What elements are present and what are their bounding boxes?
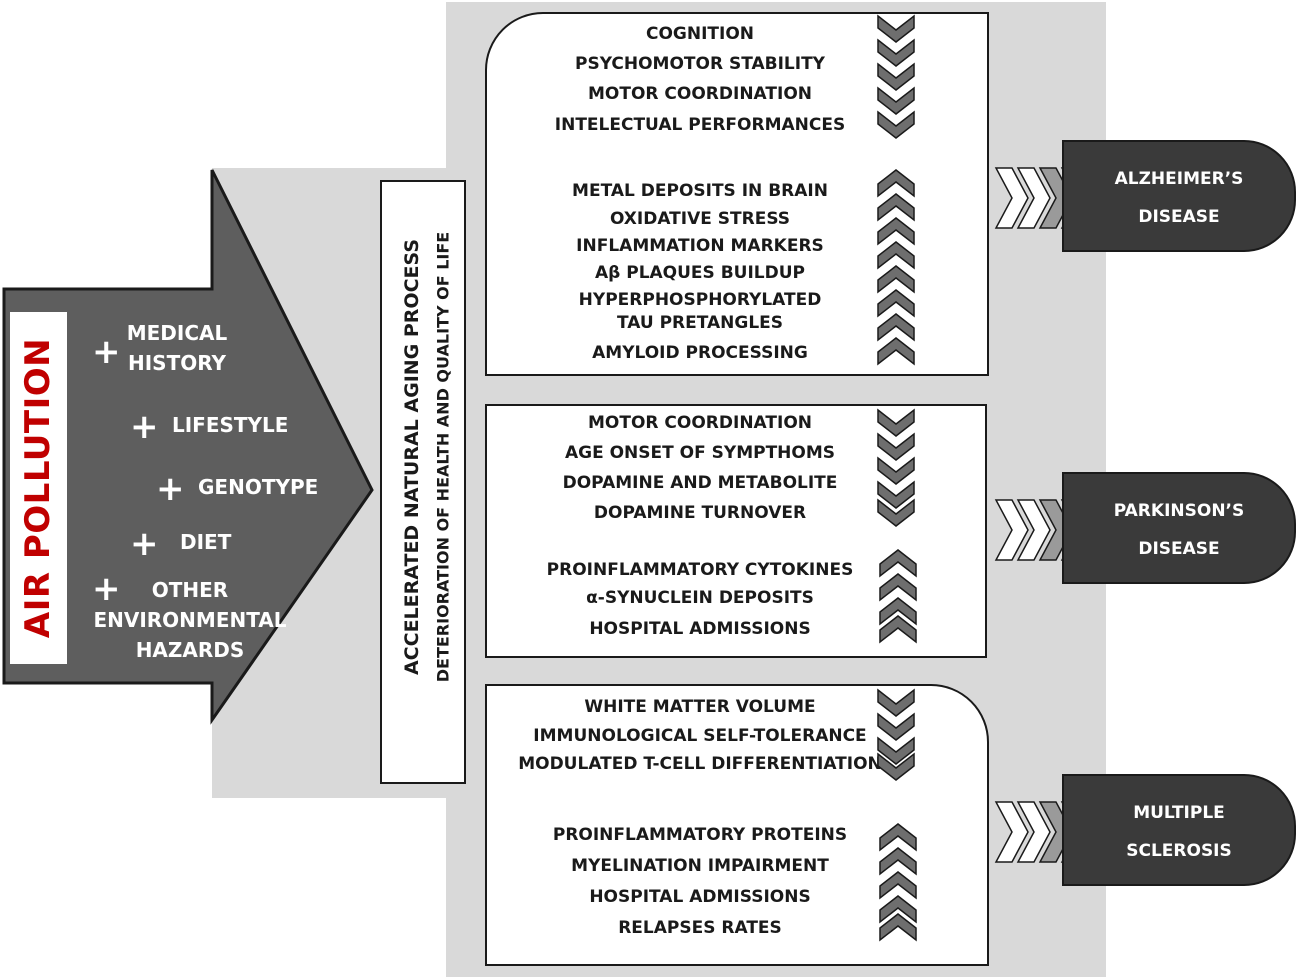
chevron-down-icon	[877, 432, 915, 461]
chevron-down-icon	[877, 110, 915, 139]
chevron-up-icon	[877, 241, 915, 270]
chevron-up-icon	[877, 265, 915, 294]
aging-subtitle: DETERIORATION OF HEALTH AND QUALITY OF L…	[433, 231, 453, 683]
chevron-right-icon	[1016, 499, 1051, 561]
increased-item: TAU PRETANGLES	[616, 313, 784, 333]
ms-disease-tab: MULTIPLE SCLEROSIS	[1062, 774, 1296, 886]
chevron-down-icon	[877, 62, 915, 91]
chevron-up-icon	[879, 549, 917, 578]
chevron-down-stack-ad	[877, 14, 915, 139]
increased-item: HOSPITAL ADMISSIONS	[589, 619, 811, 639]
big-arrow-shape	[2, 169, 374, 725]
increased-item: RELAPSES RATES	[618, 918, 782, 938]
chevron-down-icon	[877, 456, 915, 485]
chevron-right-icon	[1016, 167, 1051, 229]
chevron-down-icon	[877, 408, 915, 437]
chevron-up-icon	[879, 823, 917, 852]
chevron-right-icon	[994, 499, 1029, 561]
chevron-up-icon	[879, 615, 917, 644]
chevron-up-icon	[879, 871, 917, 900]
increased-item: OXIDATIVE STRESS	[609, 209, 791, 229]
chevron-up-icon	[877, 313, 915, 342]
chevron-down-icon	[877, 752, 915, 781]
factor-line: OTHER	[151, 578, 229, 602]
chevron-up-icon	[877, 337, 915, 366]
decreased-item: MOTOR COORDINATION	[588, 84, 812, 104]
increased-item: PROINFLAMMATORY PROTEINS	[552, 825, 848, 845]
chevron-down-icon	[877, 688, 915, 717]
chevron-down-icon	[877, 86, 915, 115]
decreased-item: IMMUNOLOGICAL SELF-TOLERANCE	[533, 726, 867, 746]
factor-line: HAZARDS	[135, 638, 245, 662]
factor-lifestyle: LIFESTYLE	[172, 413, 289, 437]
alzheimers-disease-tab: ALZHEIMER’S DISEASE	[1062, 140, 1296, 252]
chevron-up-stack-ms	[879, 823, 917, 942]
aging-title: ACCELERATED NATURAL AGING PROCESS	[401, 238, 423, 676]
disease-label: MULTIPLE	[1133, 803, 1225, 823]
chevron-up-icon	[879, 573, 917, 602]
disease-label: PARKINSON’S	[1113, 501, 1245, 521]
factor-genotype: GENOTYPE	[198, 475, 319, 499]
chevron-up-stack-pd	[879, 549, 917, 644]
chevron-down-icon	[877, 480, 915, 509]
chevron-up-icon	[877, 289, 915, 318]
factor-line: MEDICAL	[126, 321, 228, 345]
decreased-item: COGNITION	[645, 24, 755, 44]
chevron-down-icon	[877, 14, 915, 43]
factor-line: ENVIRONMENTAL	[93, 608, 287, 632]
increased-item: MYELINATION IMPAIRMENT	[571, 856, 829, 876]
chevron-down-icon	[877, 38, 915, 67]
chevron-up-icon	[879, 597, 917, 626]
factor-line: HISTORY	[127, 351, 227, 375]
increased-item: HOSPITAL ADMISSIONS	[589, 887, 811, 907]
decreased-item: AGE ONSET OF SYMPTHOMS	[564, 443, 836, 463]
chevron-right-icon	[994, 801, 1029, 863]
chevron-down-icon	[877, 712, 915, 741]
aging-process-box	[380, 180, 466, 784]
disease-label: DISEASE	[1138, 207, 1220, 227]
chevron-down-icon	[877, 498, 915, 527]
plus-icon: +	[92, 332, 121, 372]
factor-other-hazards: OTHER ENVIRONMENTAL HAZARDS	[90, 575, 290, 665]
chevron-up-icon	[879, 895, 917, 924]
increased-item: METAL DEPOSITS IN BRAIN	[572, 181, 828, 201]
increased-item: PROINFLAMMATORY CYTOKINES	[546, 560, 854, 580]
increased-item: INFLAMMATION MARKERS	[576, 236, 824, 256]
factor-diet: DIET	[180, 530, 232, 554]
decreased-item: DOPAMINE TURNOVER	[593, 503, 807, 523]
chevron-up-icon	[877, 169, 915, 198]
chevron-right-icon	[1016, 801, 1051, 863]
increased-item: α-SYNUCLEIN DEPOSITS	[586, 588, 814, 608]
plus-icon: +	[130, 407, 159, 447]
increased-item: Aβ PLAQUES BUILDUP	[594, 263, 806, 283]
chevron-up-stack-ad	[877, 169, 915, 366]
decreased-item: DOPAMINE AND METABOLITE	[562, 473, 838, 493]
chevron-down-stack-ms	[877, 688, 915, 781]
decreased-item: MODULATED T-CELL DIFFERENTIATION	[518, 754, 882, 774]
air-pollution-title: AIR POLLUTION	[18, 337, 58, 639]
decreased-item: INTELECTUAL PERFORMANCES	[554, 115, 846, 135]
air-pollution-box	[10, 312, 67, 664]
chevron-up-icon	[879, 913, 917, 942]
chevron-up-icon	[877, 193, 915, 222]
disease-label: ALZHEIMER’S	[1114, 169, 1244, 189]
chevron-down-stack-pd	[877, 408, 915, 527]
increased-item: AMYLOID PROCESSING	[592, 343, 808, 363]
plus-icon: +	[92, 569, 121, 609]
plus-icon: +	[156, 469, 185, 509]
chevron-up-icon	[879, 847, 917, 876]
decreased-item: MOTOR COORDINATION	[588, 413, 812, 433]
chevron-right-icon	[994, 167, 1029, 229]
chevron-up-icon	[877, 217, 915, 246]
chevron-down-icon	[877, 736, 915, 765]
increased-item: HYPERPHOSPHORYLATED	[578, 290, 822, 310]
disease-label: SCLEROSIS	[1126, 841, 1232, 861]
factor-medical-history: MEDICAL HISTORY	[122, 318, 232, 378]
plus-icon: +	[130, 524, 159, 564]
parkinsons-disease-tab: PARKINSON’S DISEASE	[1062, 472, 1296, 584]
decreased-item: WHITE MATTER VOLUME	[584, 697, 816, 717]
disease-label: DISEASE	[1138, 539, 1220, 559]
decreased-item: PSYCHOMOTOR STABILITY	[574, 54, 825, 74]
